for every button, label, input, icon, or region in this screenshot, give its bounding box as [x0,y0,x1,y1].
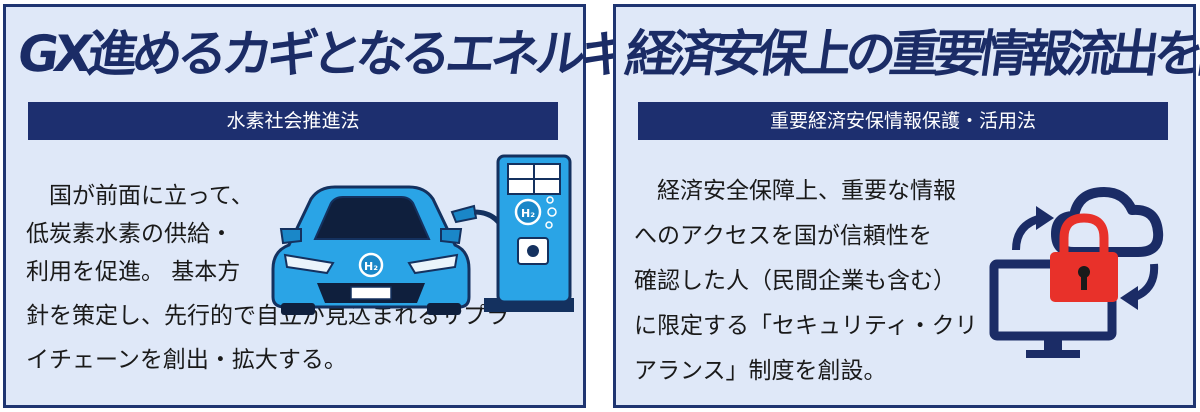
body-line: へのアクセスを国が信頼性を [634,223,932,249]
body-line: 確認した人（民間企業も含む） [634,268,956,294]
panel-security-clearance: 経済安保上の重要情報流出を防ぐ 重要経済安保情報保護・活用法 経済安全保障上、重… [613,4,1200,408]
body-line: に限定する「セキュリティ・クリ [634,313,978,339]
body-line: イチェーンを創出・拡大する。 [26,347,347,373]
body-line: アランス」制度を創設。 [634,358,887,384]
hydrogen-car-icon: H₂ [271,185,471,315]
headline-economic-security: 経済安保上の重要情報流出を防ぐ [621,25,1200,83]
sync-arrows-icon [1012,206,1159,310]
body-line: 経済安全保障上、重要な情報 [634,178,956,204]
padlock-icon [1050,213,1118,302]
headline-gx: GX進めるカギとなるエネルギー [13,25,676,83]
body-line: 利用を促進。 基本方 [26,259,241,285]
body-line: 国が前面に立って、 [26,183,254,209]
pump-badge-label: H₂ [521,207,535,220]
body-line: 低炭素水素の供給・ [26,221,233,247]
law-name-bar: 水素社会推進法 [28,102,558,140]
cloud-icon [1051,187,1164,257]
car-badge-label: H₂ [364,260,378,273]
panel-hydrogen: GX進めるカギとなるエネルギー 水素社会推進法 国が前面に立って、 低炭素水素の… [3,4,676,408]
security-illustration [989,187,1164,358]
law-name-bar: 重要経済安保情報保護・活用法 [638,102,1168,140]
hydrogen-pump-icon: H₂ [450,154,574,312]
